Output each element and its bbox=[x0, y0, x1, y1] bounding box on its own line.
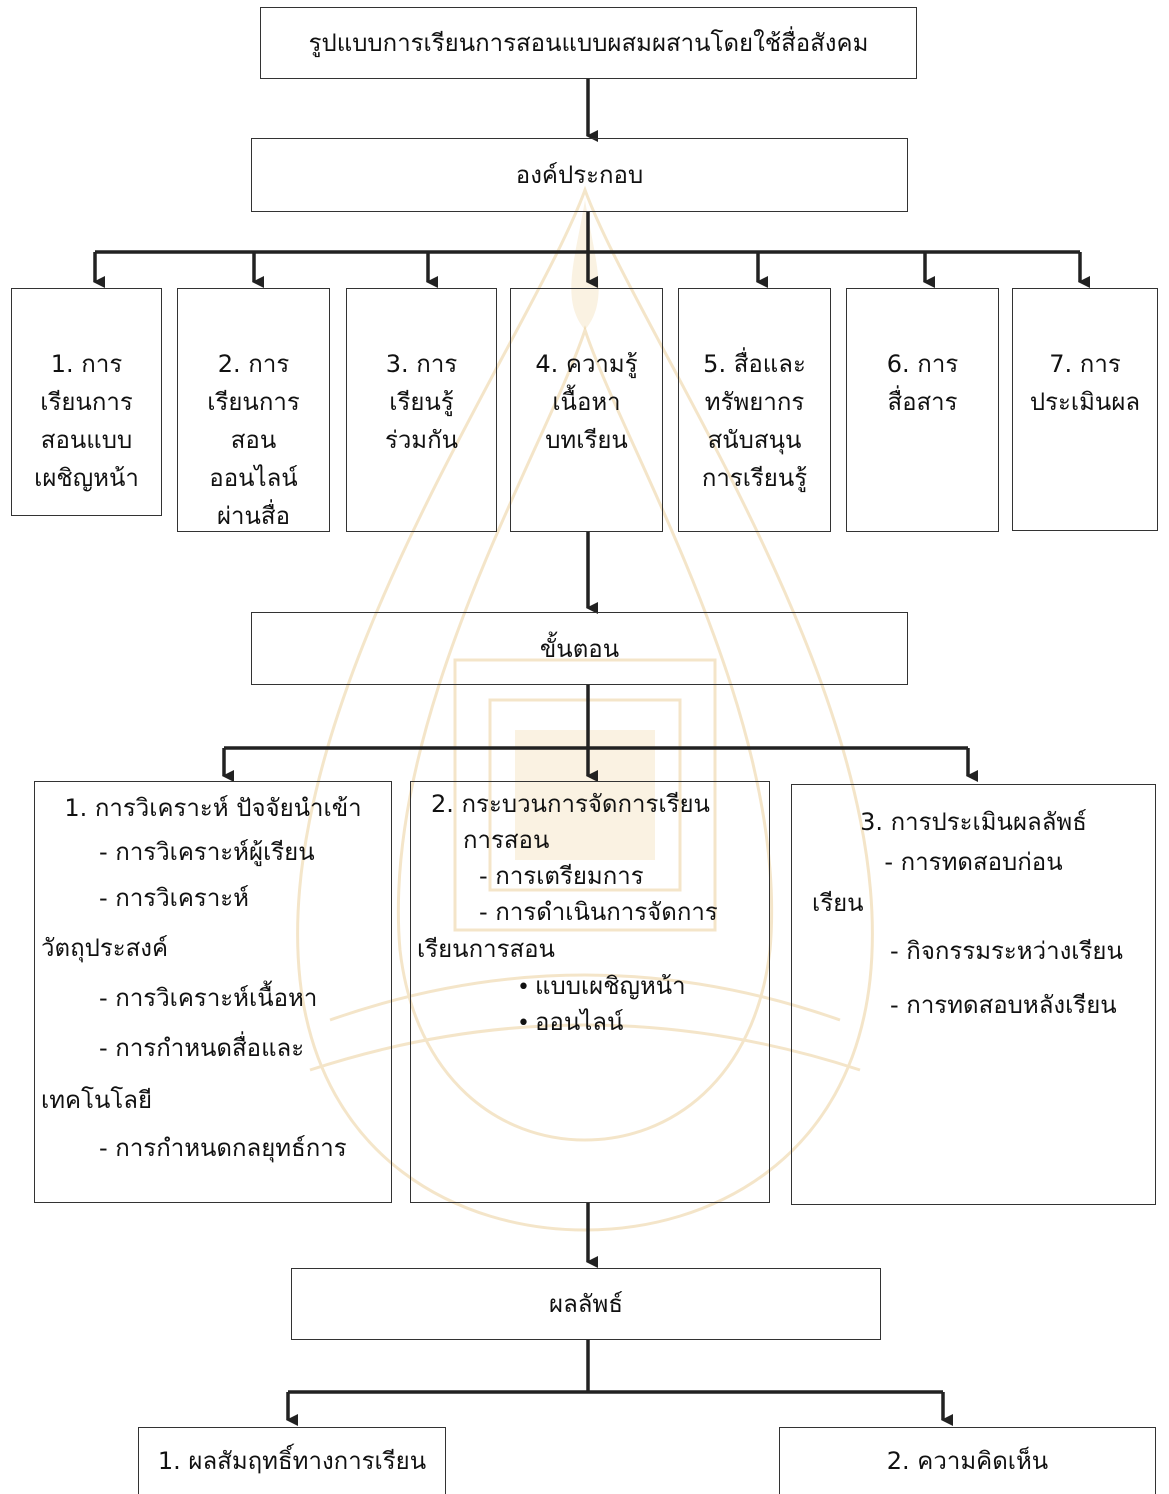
step1-line-1: - การวิเคราะห์ผู้เรียน bbox=[99, 838, 315, 866]
outcome-box-opinion: 2. ความคิดเห็น bbox=[779, 1427, 1156, 1494]
outcome-heading-text: ผลลัพธ์ bbox=[549, 1290, 623, 1318]
step1-line-7: - การกำหนดกลยุทธ์การ bbox=[99, 1134, 347, 1162]
title-text: รูปแบบการเรียนการสอนแบบผสมผสานโดยใช้สื่อ… bbox=[308, 29, 869, 57]
component-label-7: 7. การ ประเมินผล bbox=[1029, 350, 1141, 416]
step2-bullet-2: ออนไลน์ bbox=[417, 1006, 763, 1040]
component-box-1: 1. การ เรียนการ สอนแบบ เผชิญหน้า bbox=[11, 288, 162, 516]
step3-line-4: - การทดสอบหลังเรียน bbox=[890, 991, 1117, 1019]
component-label-4: 4. ความรู้ เนื้อหา บทเรียน bbox=[535, 350, 638, 454]
step1-title: 1. การวิเคราะห์ ปัจจัยนำเข้า bbox=[64, 794, 362, 822]
step2-line-3: - การดำเนินการจัดการ bbox=[479, 898, 718, 926]
component-box-2: 2. การ เรียนการ สอน ออนไลน์ ผ่านสื่อ bbox=[177, 288, 330, 532]
title-box: รูปแบบการเรียนการสอนแบบผสมผสานโดยใช้สื่อ… bbox=[260, 7, 917, 79]
step1-line-5: - การกำหนดสื่อและ bbox=[99, 1034, 305, 1062]
component-box-3: 3. การ เรียนรู้ ร่วมกัน bbox=[346, 288, 497, 532]
step-box-evaluation: 3. การประเมินผลลัพธ์ - การทดสอบก่อน เรีย… bbox=[791, 784, 1156, 1205]
step3-line-2: เรียน bbox=[812, 889, 864, 917]
step2-bullet-2-text: ออนไลน์ bbox=[535, 1008, 624, 1036]
step3-title: 3. การประเมินผลลัพธ์ bbox=[860, 808, 1087, 836]
steps-heading-box: ขั้นตอน bbox=[251, 612, 908, 685]
component-box-5: 5. สื่อและ ทรัพยากร สนับสนุน การเรียนรู้ bbox=[678, 288, 831, 532]
step2-line-2: - การเตรียมการ bbox=[479, 862, 644, 890]
components-heading-text: องค์ประกอบ bbox=[515, 161, 644, 189]
step-box-analysis: 1. การวิเคราะห์ ปัจจัยนำเข้า - การวิเครา… bbox=[34, 781, 392, 1203]
outcome-label-opinion: 2. ความคิดเห็น bbox=[886, 1447, 1049, 1475]
component-box-6: 6. การ สื่อสาร bbox=[846, 288, 999, 532]
step1-line-3: วัตถุประสงค์ bbox=[41, 934, 169, 962]
step3-line-1: - การทดสอบก่อน bbox=[884, 848, 1063, 876]
step2-line-1: การสอน bbox=[463, 826, 550, 854]
component-box-7: 7. การ ประเมินผล bbox=[1012, 288, 1158, 531]
component-box-4: 4. ความรู้ เนื้อหา บทเรียน bbox=[510, 288, 663, 532]
step-box-process: 2. กระบวนการจัดการเรียน การสอน - การเตรี… bbox=[410, 781, 770, 1203]
steps-heading-text: ขั้นตอน bbox=[539, 634, 620, 663]
step2-bullet-1-text: แบบเผชิญหน้า bbox=[535, 972, 686, 1000]
step2-bullet-1: แบบเผชิญหน้า bbox=[417, 968, 763, 1006]
component-label-3: 3. การ เรียนรู้ ร่วมกัน bbox=[384, 350, 459, 454]
step2-line-4: เรียนการสอน bbox=[417, 935, 555, 963]
outcome-label-achievement: 1. ผลสัมฤทธิ์ทางการเรียน bbox=[157, 1447, 427, 1475]
step2-title: 2. กระบวนการจัดการเรียน bbox=[431, 790, 710, 818]
outcome-box-achievement: 1. ผลสัมฤทธิ์ทางการเรียน bbox=[138, 1427, 446, 1494]
component-label-5: 5. สื่อและ ทรัพยากร สนับสนุน การเรียนรู้ bbox=[701, 350, 808, 492]
component-label-2: 2. การ เรียนการ สอน ออนไลน์ ผ่านสื่อ bbox=[207, 350, 300, 530]
component-label-6: 6. การ สื่อสาร bbox=[886, 350, 959, 416]
outcome-heading-box: ผลลัพธ์ bbox=[291, 1268, 881, 1340]
step1-line-6: เทคโนโลยี bbox=[41, 1086, 153, 1114]
step1-line-4: - การวิเคราะห์เนื้อหา bbox=[99, 984, 318, 1012]
components-heading-box: องค์ประกอบ bbox=[251, 138, 908, 212]
step3-line-3: - กิจกรรมระหว่างเรียน bbox=[890, 937, 1123, 965]
step1-line-2: - การวิเคราะห์ bbox=[99, 884, 249, 912]
component-label-1: 1. การ เรียนการ สอนแบบ เผชิญหน้า bbox=[34, 350, 139, 492]
